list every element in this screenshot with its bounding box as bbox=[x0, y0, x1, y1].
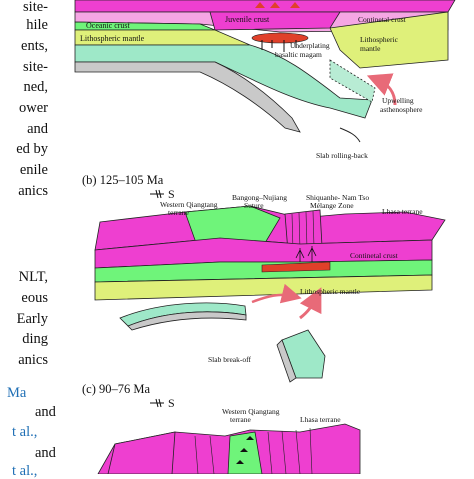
panel-a-magma-conduits bbox=[261, 40, 297, 52]
panel-b-magma-conduits bbox=[295, 246, 317, 262]
panel-c-direction: S bbox=[150, 396, 175, 410]
label-lithospheric-mantle-right: Lithospheric mantle bbox=[360, 35, 400, 53]
label-lithospheric-mantle-b: Lithospheric mantle bbox=[300, 287, 361, 296]
panel-a-upwelling-arrow bbox=[366, 73, 397, 106]
left-text-line: ed by bbox=[16, 141, 48, 157]
label-western-qiangtang-c: Western Qiangtang terrane bbox=[222, 407, 281, 424]
panel-b-direction-label: S bbox=[168, 187, 175, 201]
panel-b-upwelling-arrow-1 bbox=[251, 283, 302, 304]
panel-a-subducting-slab bbox=[74, 44, 373, 119]
left-text-line: hile bbox=[26, 17, 48, 33]
panel-a: Oceanic crust Juvenile crust Continetal … bbox=[74, 0, 456, 160]
label-bangong: Bangong–Nujiang Suture bbox=[232, 193, 289, 210]
panel-c-direction-label: S bbox=[168, 396, 175, 410]
text-and-1: and bbox=[35, 404, 56, 420]
label-western-qiangtang-b: Western Qiangtang terrane bbox=[160, 200, 219, 217]
panel-c-title: (c) 90–76 Ma bbox=[82, 382, 150, 396]
left-text-line: site- bbox=[23, 59, 48, 75]
left-text-line: and bbox=[27, 121, 48, 137]
ref-link-et-al-1[interactable]: t al., bbox=[12, 424, 38, 440]
ref-link-ma[interactable]: Ma bbox=[7, 385, 27, 401]
left-text-line: ned, bbox=[23, 79, 48, 95]
left-text-line: ents, bbox=[21, 38, 48, 54]
left-text-line: eous bbox=[21, 290, 48, 306]
label-oceanic-crust: Oceanic crust bbox=[86, 21, 131, 30]
panel-a-top-surface bbox=[74, 0, 456, 13]
label-lithospheric-mantle-left: Lithospheric mantle bbox=[80, 34, 145, 43]
left-text-line: Early bbox=[16, 311, 48, 327]
label-slab-rollback: Slab rolling-back bbox=[316, 151, 368, 160]
panel-a-underplating-magma bbox=[251, 32, 309, 44]
left-text-line: ding bbox=[22, 331, 48, 347]
left-text-line: enile bbox=[19, 162, 48, 178]
left-text-line: anics bbox=[18, 183, 48, 199]
panel-a-slab-end bbox=[329, 59, 376, 103]
panel-b: (b) 125–105 Ma S bbox=[82, 173, 446, 383]
panel-c: (c) 90–76 Ma S Western Qiangtang terrane… bbox=[82, 382, 361, 474]
panel-b-magma-layer bbox=[261, 261, 331, 273]
panel-a-lithospheric-mantle-right bbox=[329, 11, 449, 69]
panel-c-fold-lines bbox=[194, 427, 313, 474]
left-text-line: site- bbox=[23, 0, 48, 15]
panel-a-magma-pods bbox=[255, 2, 300, 8]
panel-b-broken-slab-side bbox=[276, 339, 297, 383]
label-shiquanhe: Shiquanhe- Nam Tso Mélange Zone bbox=[306, 193, 371, 210]
panel-b-lithospheric-mantle bbox=[94, 274, 433, 301]
panel-b-direction: S bbox=[150, 187, 175, 201]
text-and-2: and bbox=[35, 445, 56, 461]
panel-b-curved-slab-lower bbox=[127, 311, 247, 331]
label-slab-breakoff: Slab break-off bbox=[208, 355, 251, 364]
label-continental-crust-b: Continetal crust bbox=[350, 251, 399, 260]
label-upwelling: Upwelling asthenosphere bbox=[380, 96, 423, 114]
panel-b-upwelling-arrow-2 bbox=[299, 287, 322, 320]
panel-a-slab-lower bbox=[74, 61, 301, 133]
left-text-line: NLT, bbox=[18, 269, 48, 285]
panel-c-markers bbox=[236, 436, 254, 464]
left-text-line: ower bbox=[19, 100, 48, 116]
label-continental-crust: Continetal crust bbox=[358, 15, 407, 24]
left-text-line: anics bbox=[18, 352, 48, 368]
label-juvenile-crust: Juvenile crust bbox=[225, 15, 270, 24]
label-underplating: Underplating basaltic magam bbox=[275, 41, 331, 59]
label-lhasa-b: Lhasa terrane bbox=[382, 207, 423, 216]
label-lhasa-c: Lhasa terrane bbox=[300, 415, 341, 424]
panel-c-block-left bbox=[107, 431, 176, 474]
panel-b-title: (b) 125–105 Ma bbox=[82, 173, 164, 187]
panel-a-rollback-pointer bbox=[339, 127, 361, 143]
